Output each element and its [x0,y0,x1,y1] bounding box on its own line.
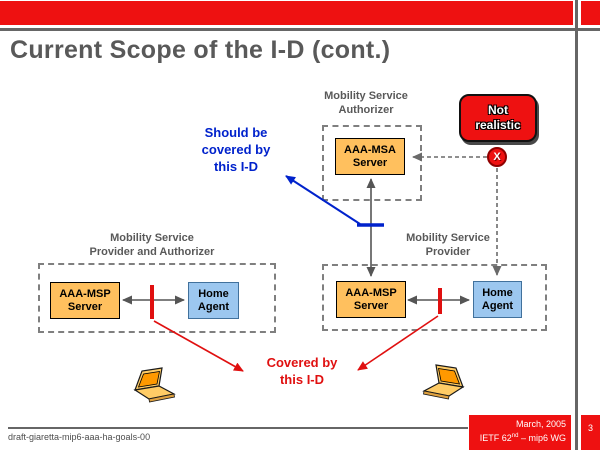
not-realistic-callout: Not realistic [459,94,537,142]
laptop-icon-right [422,364,465,400]
top-red-bar-right [581,1,600,25]
x-mark-icon: X [487,147,507,167]
header-underline [0,28,600,31]
note-should-be-covered: Should be covered by this I-D [201,125,271,174]
footer-date: March, 2005 [515,419,566,429]
footer-date-box: March, 2005 IETF 62nd – mip6 WG [469,415,571,450]
laptop-icon-left [133,367,176,403]
aaa-msp-server-box-right: AAA-MSP Server [336,281,406,318]
label-msp-and-authorizer: Mobility Service Provider and Authorizer [89,232,215,258]
page-title: Current Scope of the I-D (cont.) [10,36,391,64]
aaa-msa-server-box: AAA-MSA Server [335,138,405,175]
label-msp: Mobility Service Provider [406,232,490,258]
footer-draft-name: draft-giaretta-mip6-aaa-ha-goals-00 [8,432,151,442]
footer-page-box: 3 [581,415,600,450]
msa-dashed-container [322,125,422,201]
home-agent-box-right: Home Agent [473,281,522,318]
aaa-msp-server-box-left: AAA-MSP Server [50,282,120,319]
top-red-bar [0,1,573,25]
right-border-line [575,0,578,450]
footer-divider [8,427,468,429]
label-mobility-service-authorizer: Mobility Service Authorizer [324,90,408,116]
note-covered-by-id: Covered by this I-D [266,355,338,387]
footer-wg: IETF 62nd – mip6 WG [479,432,566,443]
footer-wg-superscript: nd [511,432,519,439]
home-agent-box-left: Home Agent [188,282,239,319]
